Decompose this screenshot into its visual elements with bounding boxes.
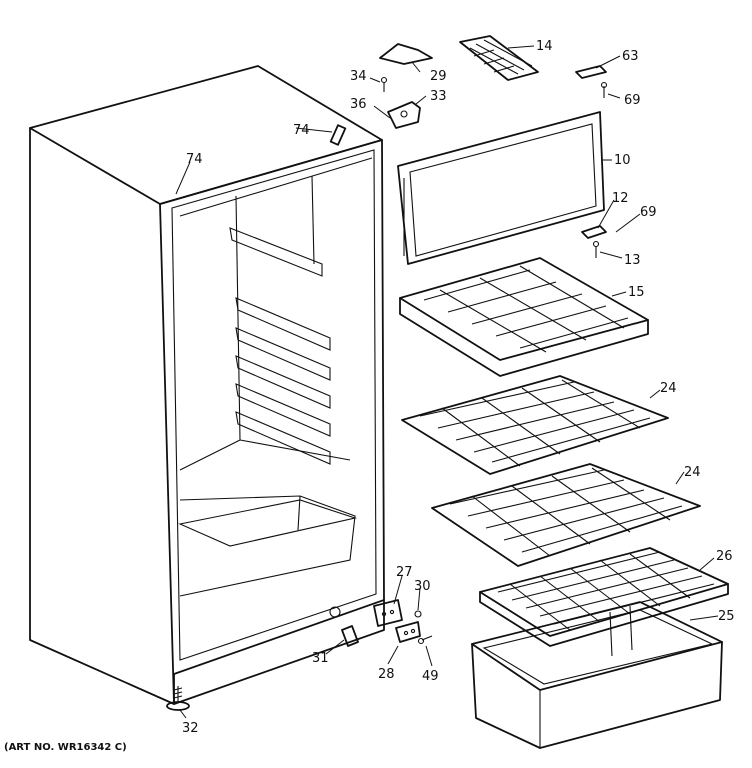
label-49: 49: [422, 669, 439, 684]
shelf-rails: [235, 297, 331, 465]
bottom-hinge-27: [373, 599, 403, 627]
label-28: 28: [378, 667, 395, 682]
hinge-pin-30: [414, 610, 422, 618]
label-13: 13: [624, 253, 641, 268]
cabinet: [29, 65, 385, 705]
freezer-door-10: [397, 111, 605, 265]
label-29: 29: [430, 69, 447, 84]
hinge-cover-29: [379, 43, 433, 65]
label-10: 10: [614, 153, 631, 168]
screw-49: [417, 635, 433, 645]
door-shelf-top: [229, 175, 323, 277]
label-34: 34: [350, 69, 367, 84]
bracket-63: [575, 65, 607, 79]
label-12: 12: [612, 191, 629, 206]
label-74-button: 74: [293, 123, 310, 138]
label-33: 33: [430, 89, 447, 104]
screw-13: [592, 240, 600, 258]
label-63: 63: [622, 49, 639, 64]
screw-69: [600, 81, 608, 98]
wire-shelf-24-upper: [401, 375, 669, 475]
latch-12: [581, 225, 607, 239]
label-36: 36: [350, 97, 367, 112]
leveling-leg-32: [166, 686, 190, 711]
screw-34: [380, 76, 388, 92]
label-24-lower: 24: [684, 465, 701, 480]
label-74-cabinet: 74: [186, 152, 203, 167]
label-15: 15: [628, 285, 645, 300]
crisper-pan-25: [471, 601, 723, 749]
label-30: 30: [414, 579, 431, 594]
label-69-top: 69: [624, 93, 641, 108]
ice-tray-14: [459, 35, 539, 81]
callout-lines: [175, 45, 719, 719]
button-74: [329, 124, 347, 146]
hinge-bracket-28: [395, 621, 421, 643]
label-31: 31: [312, 651, 329, 666]
crisper-cover-26: [479, 547, 729, 647]
label-27: 27: [396, 565, 413, 580]
top-hinge-33: [387, 101, 421, 129]
label-69-door: 69: [640, 205, 657, 220]
label-26: 26: [716, 549, 733, 564]
crisper-pan-cover: [178, 499, 358, 547]
wire-shelf-24-lower: [431, 463, 701, 567]
label-24-upper: 24: [660, 381, 677, 396]
cam-31: [341, 625, 359, 647]
art-number-caption: (ART NO. WR16342 C): [4, 742, 127, 753]
label-14: 14: [536, 39, 553, 54]
chiller-tray-15: [399, 257, 649, 377]
label-25: 25: [718, 609, 735, 624]
label-32: 32: [182, 721, 199, 736]
